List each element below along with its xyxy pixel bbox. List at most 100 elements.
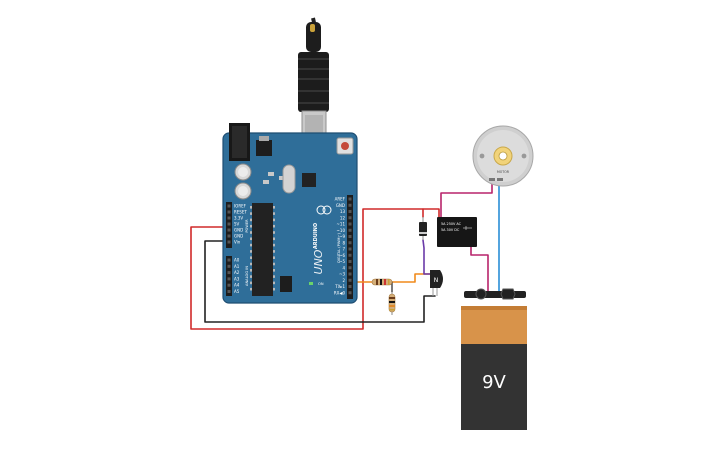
digital-pin-hole[interactable] xyxy=(348,203,352,207)
chip-leg xyxy=(273,269,275,272)
relay-spec-line2: 5A 30V DC xyxy=(441,228,460,232)
digital-pin-hole[interactable] xyxy=(348,285,352,288)
chip-leg xyxy=(250,237,252,241)
chip-leg xyxy=(250,224,252,228)
battery-negative-terminal[interactable] xyxy=(500,288,516,300)
analog-pin-hole[interactable] xyxy=(227,264,231,268)
power-pin-hole[interactable] xyxy=(227,216,231,220)
power-pin-hole[interactable] xyxy=(227,234,231,238)
digital-pin-label: ~6 xyxy=(339,253,345,258)
digital-pin-hole[interactable] xyxy=(348,266,352,270)
chip-leg xyxy=(273,281,275,285)
analog-pin-label: A2 xyxy=(234,270,240,275)
analog-pin-hole[interactable] xyxy=(227,290,231,293)
digital-pin-label: ~10 xyxy=(337,228,346,233)
arduino-model-label: UNO xyxy=(312,249,325,274)
arduino-brand-label: ARDUINO xyxy=(313,223,319,249)
digital-pin-hole[interactable] xyxy=(348,235,352,238)
battery-9v[interactable]: 9V xyxy=(461,288,527,430)
digital-pin-label: 4 xyxy=(342,265,345,270)
chip-leg xyxy=(273,231,275,234)
analog-pin-hole[interactable] xyxy=(227,271,231,275)
chip-leg xyxy=(250,256,252,259)
digital-pin-hole[interactable] xyxy=(348,272,352,276)
crystal-oscillator xyxy=(282,164,296,194)
wire-base-orange[interactable] xyxy=(391,273,433,283)
arduino-logo-icon xyxy=(316,205,326,215)
wire-collector-purple[interactable] xyxy=(422,239,436,275)
atmega-chip-legs xyxy=(250,206,275,291)
chip-leg xyxy=(273,275,275,278)
power-header-title: POWER xyxy=(245,219,249,233)
digital-pin-hole[interactable] xyxy=(348,241,352,245)
analog-pin-hole[interactable] xyxy=(227,258,231,262)
power-pin-hole[interactable] xyxy=(227,204,231,208)
wire-relay-red[interactable] xyxy=(422,208,440,218)
atmega-chip xyxy=(252,203,273,296)
chip-leg xyxy=(273,237,275,241)
digital-pin-hole[interactable] xyxy=(348,228,352,232)
power-pin-hole[interactable] xyxy=(227,210,231,214)
digital-pin-hole[interactable] xyxy=(348,253,352,257)
power-pin-label: GND xyxy=(234,228,243,233)
digital-pin-label: 8 xyxy=(342,240,345,245)
wires xyxy=(190,177,500,330)
wire-relay-battery-magenta[interactable] xyxy=(470,246,489,294)
on-led xyxy=(309,282,313,285)
digital-pin-label: 7 xyxy=(342,247,345,252)
voltage-regulator xyxy=(256,140,272,156)
digital-pin-hole[interactable] xyxy=(348,260,352,263)
motor-label: MOTOR xyxy=(497,170,510,174)
chip-leg xyxy=(273,287,275,291)
wire-gnd-black[interactable] xyxy=(204,240,436,323)
chip-leg xyxy=(250,243,252,247)
digital-pin-hole[interactable] xyxy=(348,247,352,251)
analog-pin-label: A3 xyxy=(234,276,240,281)
analog-header[interactable] xyxy=(226,256,232,296)
digital-pin-hole[interactable] xyxy=(348,278,352,282)
digital-pin-label: 12 xyxy=(340,215,346,220)
wire-relay-motor-magenta[interactable] xyxy=(440,177,493,218)
chip-leg xyxy=(273,256,275,259)
analog-pin-label: A0 xyxy=(234,258,240,263)
chip-leg xyxy=(273,243,275,247)
power-pin-hole[interactable] xyxy=(227,228,231,232)
analog-pin-hole[interactable] xyxy=(227,283,231,287)
flyback-diode[interactable] xyxy=(419,217,427,240)
digital-pin-label: ~11 xyxy=(337,222,346,227)
chip-leg xyxy=(250,250,252,253)
digital-pin-hole[interactable] xyxy=(348,222,352,226)
battery-positive-terminal[interactable] xyxy=(475,288,487,300)
power-pin-hole[interactable] xyxy=(227,240,231,244)
power-pin-label: 5V xyxy=(234,222,240,227)
base-resistor[interactable] xyxy=(371,278,393,286)
digital-pin-hole[interactable] xyxy=(348,210,352,213)
dc-motor[interactable]: MOTOR xyxy=(472,125,534,187)
chip-leg xyxy=(273,262,275,266)
chip-leg xyxy=(250,212,252,215)
on-led-label: ON xyxy=(318,282,324,286)
transistor-label: N xyxy=(434,277,439,284)
power-pin-hole[interactable] xyxy=(227,222,231,226)
chip-leg xyxy=(250,218,252,222)
relay[interactable]: 5A 250V AC 5A 30V DC xyxy=(437,217,477,247)
digital-pin-label: 13 xyxy=(340,209,346,214)
pulldown-resistor[interactable] xyxy=(388,292,396,315)
digital-pin-hole[interactable] xyxy=(348,216,352,220)
analog-header-title: ANALOG IN xyxy=(245,266,249,286)
digital-pin-label: AREF xyxy=(335,197,346,202)
power-pin-label: GND xyxy=(234,234,243,239)
npn-transistor[interactable]: N xyxy=(430,270,443,296)
power-pin-label: IOREF xyxy=(234,204,247,209)
digital-pin-hole[interactable] xyxy=(348,291,352,295)
digital-header[interactable] xyxy=(347,195,353,299)
usb-chip xyxy=(302,173,316,187)
power-pin-label: RESET xyxy=(234,210,247,215)
analog-pin-hole[interactable] xyxy=(227,277,231,281)
digital-pin-hole[interactable] xyxy=(348,197,352,201)
digital-pin-label: RX◀0 xyxy=(334,290,346,295)
